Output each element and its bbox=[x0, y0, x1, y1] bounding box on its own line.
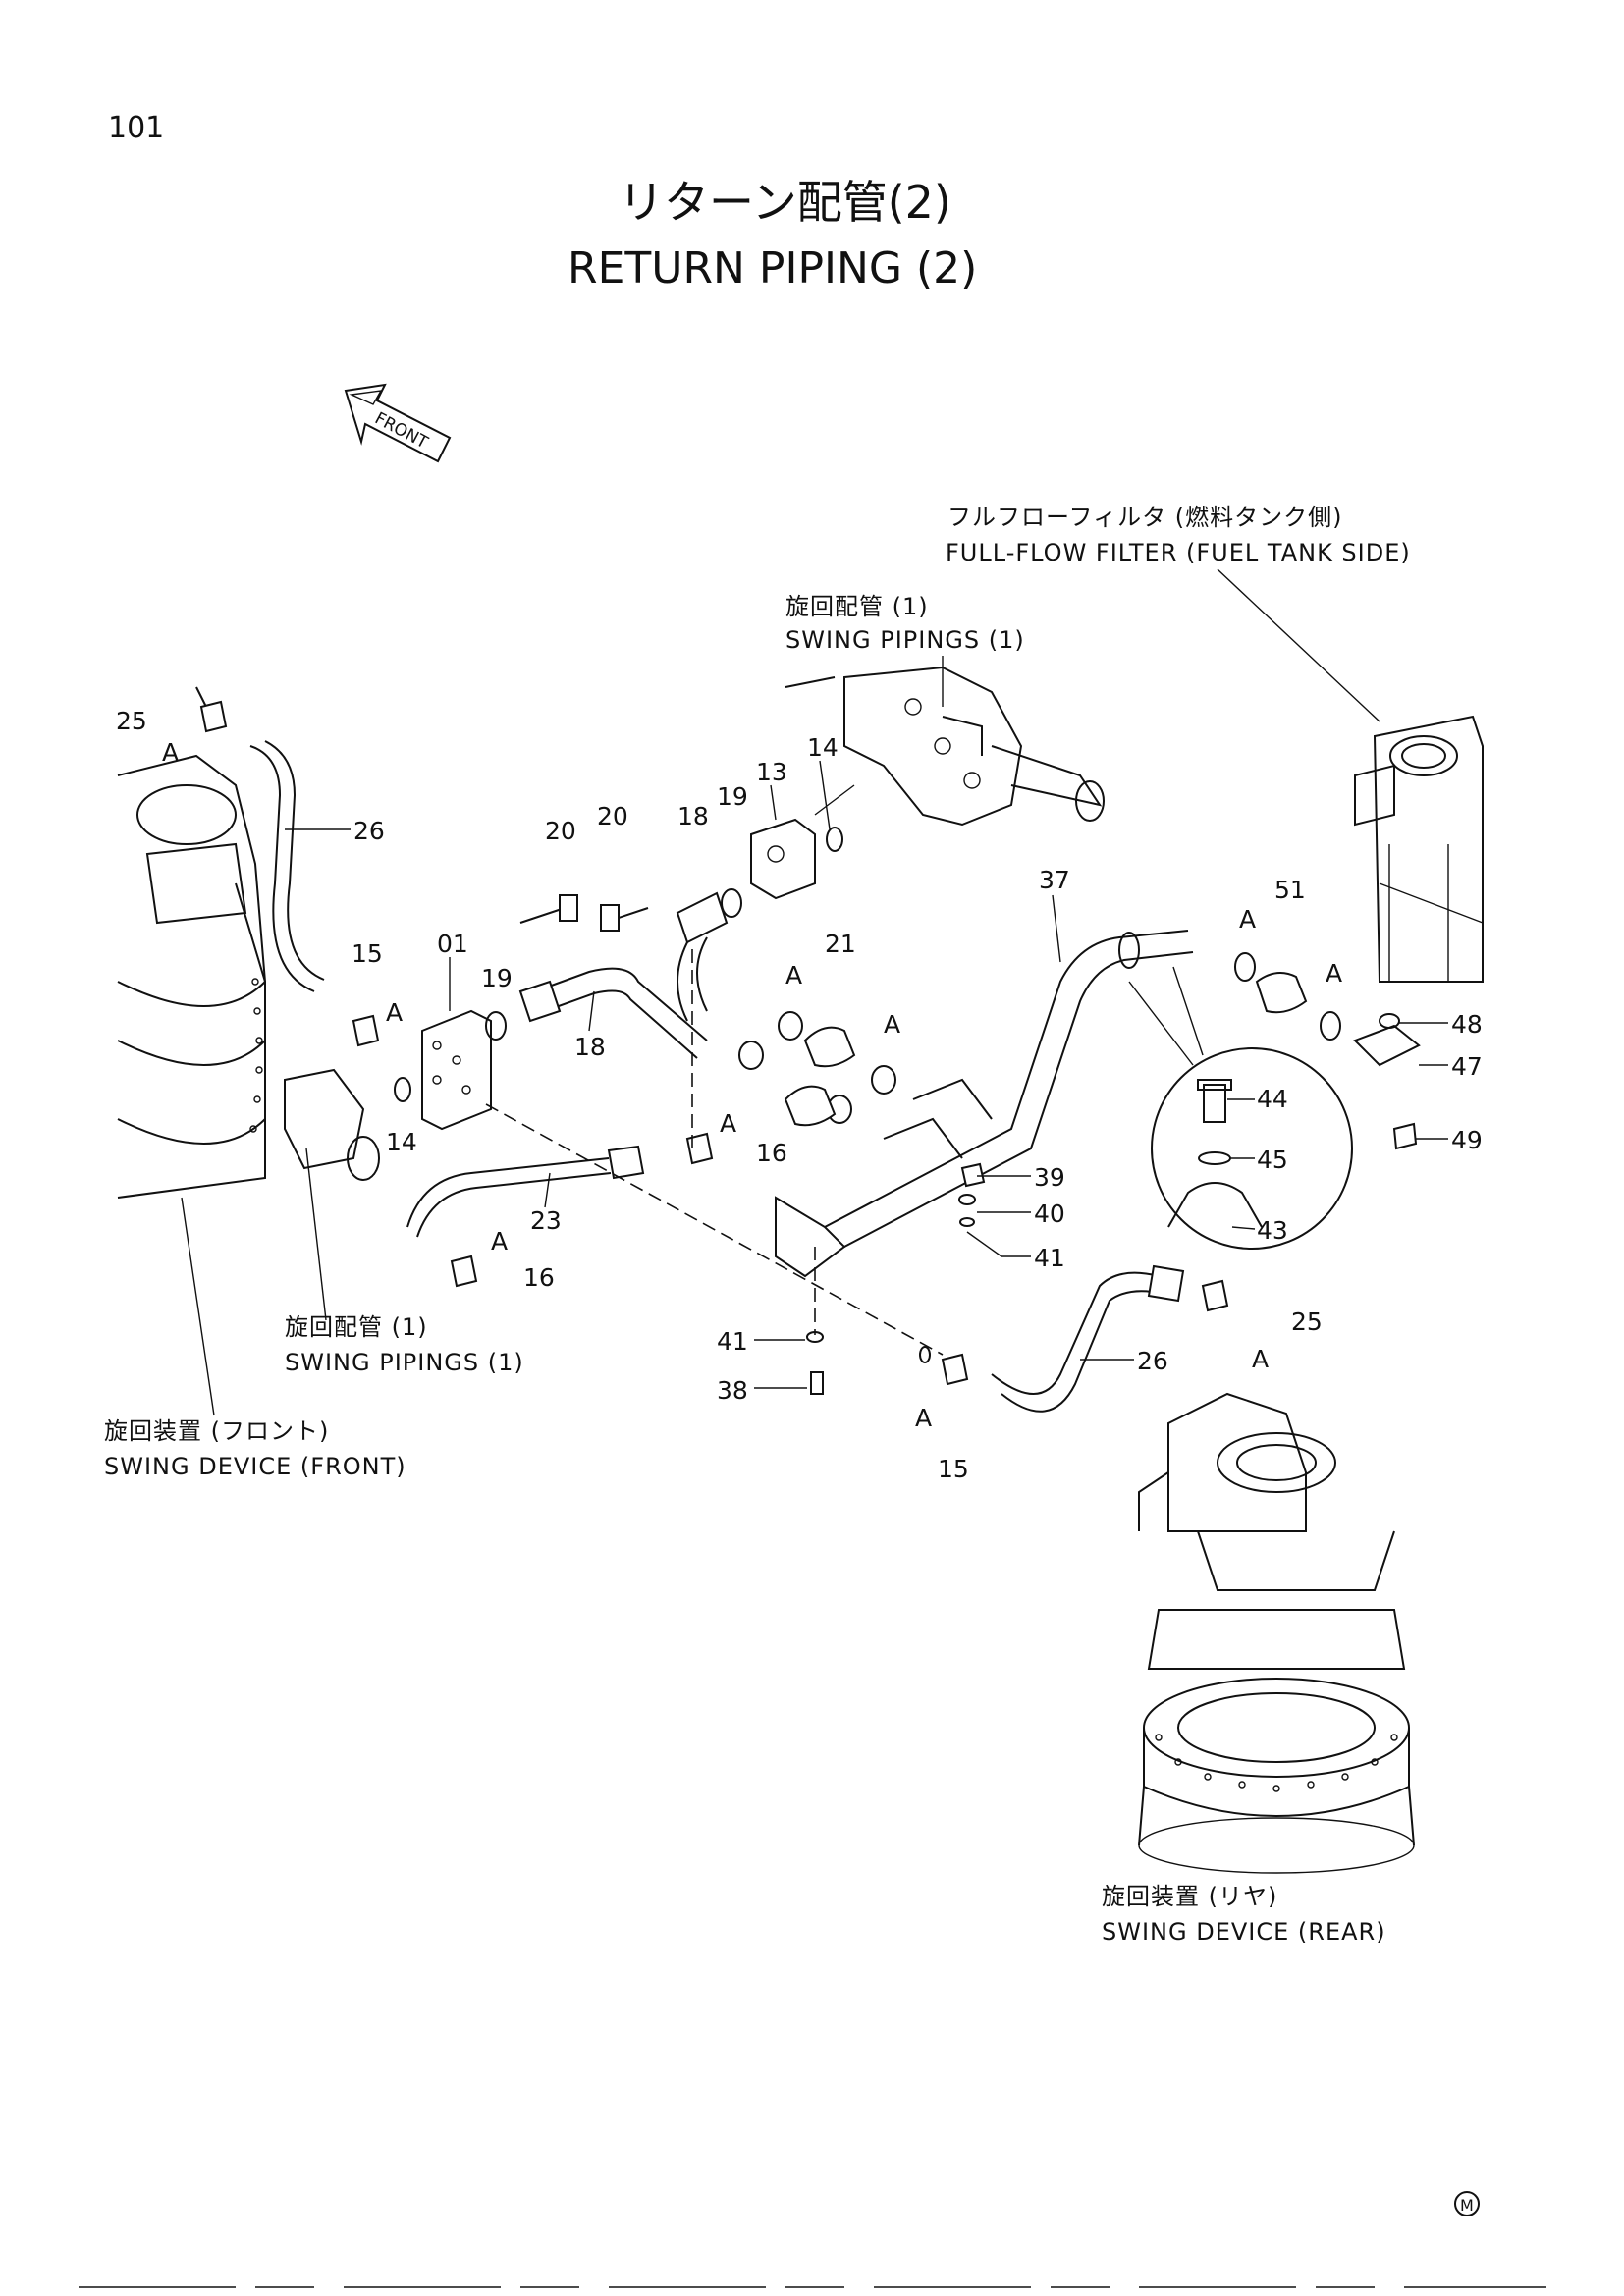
label-25-rear: 25 bbox=[1291, 1308, 1323, 1336]
marker-a-5: A bbox=[785, 961, 802, 989]
label-15-front: 15 bbox=[352, 939, 383, 968]
marker-a-8: A bbox=[1326, 959, 1342, 988]
hose-26-front bbox=[249, 740, 325, 992]
flange-block-13 bbox=[750, 818, 816, 900]
swing-pipings-top-jp: 旋回配管 (1) bbox=[785, 593, 929, 620]
label-25-front: 25 bbox=[116, 707, 147, 735]
label-01: 01 bbox=[437, 930, 468, 958]
label-20-left: 20 bbox=[545, 817, 576, 845]
marker-a-10: A bbox=[1252, 1345, 1269, 1373]
clamp-detail bbox=[1128, 966, 1353, 1250]
label-26-front: 26 bbox=[353, 817, 385, 845]
marker-a-4: A bbox=[491, 1227, 508, 1255]
label-49: 49 bbox=[1451, 1126, 1483, 1154]
filter-leader bbox=[1217, 568, 1380, 722]
manifold-block-01 bbox=[421, 1009, 492, 1131]
marker-a-6: A bbox=[884, 1010, 900, 1039]
label-23: 23 bbox=[530, 1206, 562, 1235]
swing-device-front-jp: 旋回装置 (フロント) bbox=[104, 1417, 329, 1445]
marker-a-9: A bbox=[915, 1404, 932, 1432]
marker-a-7: A bbox=[1239, 905, 1256, 934]
label-14-front: 14 bbox=[386, 1128, 417, 1156]
swing-pipings-top-en: SWING PIPINGS (1) bbox=[785, 626, 1025, 654]
marker-a-3: A bbox=[720, 1109, 736, 1138]
label-51: 51 bbox=[1274, 876, 1306, 904]
footer-mark-icon: M bbox=[1454, 2191, 1480, 2216]
title-japanese: リターン配管(2) bbox=[619, 176, 951, 229]
label-13: 13 bbox=[756, 758, 787, 786]
swing-device-front-en: SWING DEVICE (FRONT) bbox=[104, 1453, 406, 1480]
marker-a-1: A bbox=[162, 738, 179, 767]
full-flow-filter-en: FULL-FLOW FILTER (FUEL TANK SIDE) bbox=[946, 539, 1411, 566]
label-41-right: 41 bbox=[1034, 1244, 1065, 1272]
swing-device-rear-jp: 旋回装置 (リヤ) bbox=[1102, 1883, 1277, 1910]
label-16-bottom: 16 bbox=[523, 1263, 555, 1292]
label-16-top: 16 bbox=[756, 1139, 787, 1167]
dashed-centerline bbox=[485, 1103, 944, 1356]
label-43: 43 bbox=[1257, 1216, 1288, 1245]
return-pipe-37 bbox=[775, 930, 1194, 1278]
label-45: 45 bbox=[1257, 1146, 1288, 1174]
label-14-top: 14 bbox=[807, 733, 839, 762]
part-labels: 25 26 15 14 01 19 20 20 18 18 19 13 14 2… bbox=[116, 707, 1483, 1483]
title-english: RETURN PIPING (2) bbox=[568, 243, 977, 294]
label-26-rear: 26 bbox=[1137, 1347, 1168, 1375]
label-47: 47 bbox=[1451, 1052, 1483, 1081]
swing-device-rear-en: SWING DEVICE (REAR) bbox=[1102, 1918, 1386, 1946]
swing-pipings-valve-drawing bbox=[785, 666, 1105, 827]
pipe-18 bbox=[518, 891, 729, 1059]
full-flow-filter-jp: フルフローフィルタ (燃料タンク側) bbox=[947, 504, 1342, 531]
label-37: 37 bbox=[1039, 866, 1070, 894]
label-39: 39 bbox=[1034, 1163, 1065, 1192]
label-21: 21 bbox=[825, 930, 856, 958]
label-38: 38 bbox=[717, 1376, 748, 1405]
front-arrow-icon: FRONT bbox=[344, 383, 452, 463]
label-40: 40 bbox=[1034, 1200, 1065, 1228]
swing-device-front-leader bbox=[181, 1197, 215, 1416]
hose-23 bbox=[406, 1145, 645, 1238]
label-20-right: 20 bbox=[597, 802, 628, 830]
label-41-bottom: 41 bbox=[717, 1327, 748, 1356]
swing-pipings-left-leader bbox=[305, 1148, 327, 1321]
page-number: 101 bbox=[108, 111, 164, 145]
label-44: 44 bbox=[1257, 1085, 1288, 1113]
footer-mark-label: M bbox=[1460, 2196, 1474, 2215]
label-19-top: 19 bbox=[717, 782, 748, 811]
label-18-top: 18 bbox=[677, 802, 709, 830]
swing-device-rear-drawing bbox=[1138, 1392, 1415, 1874]
full-flow-filter-drawing bbox=[1354, 715, 1484, 983]
marker-a-2: A bbox=[386, 998, 403, 1027]
label-18-bottom: 18 bbox=[574, 1033, 606, 1061]
label-15-bottom: 15 bbox=[938, 1455, 969, 1483]
detail-markers: A A A A A A A A A A bbox=[162, 738, 1342, 1432]
swing-device-front-drawing bbox=[117, 686, 380, 1199]
label-48: 48 bbox=[1451, 1010, 1483, 1039]
swing-pipings-left-en: SWING PIPINGS (1) bbox=[285, 1349, 524, 1376]
label-19-left: 19 bbox=[481, 964, 513, 992]
hose-26-rear bbox=[991, 1264, 1185, 1413]
swing-pipings-left-jp: 旋回配管 (1) bbox=[285, 1313, 428, 1341]
fittings bbox=[199, 700, 1421, 1395]
